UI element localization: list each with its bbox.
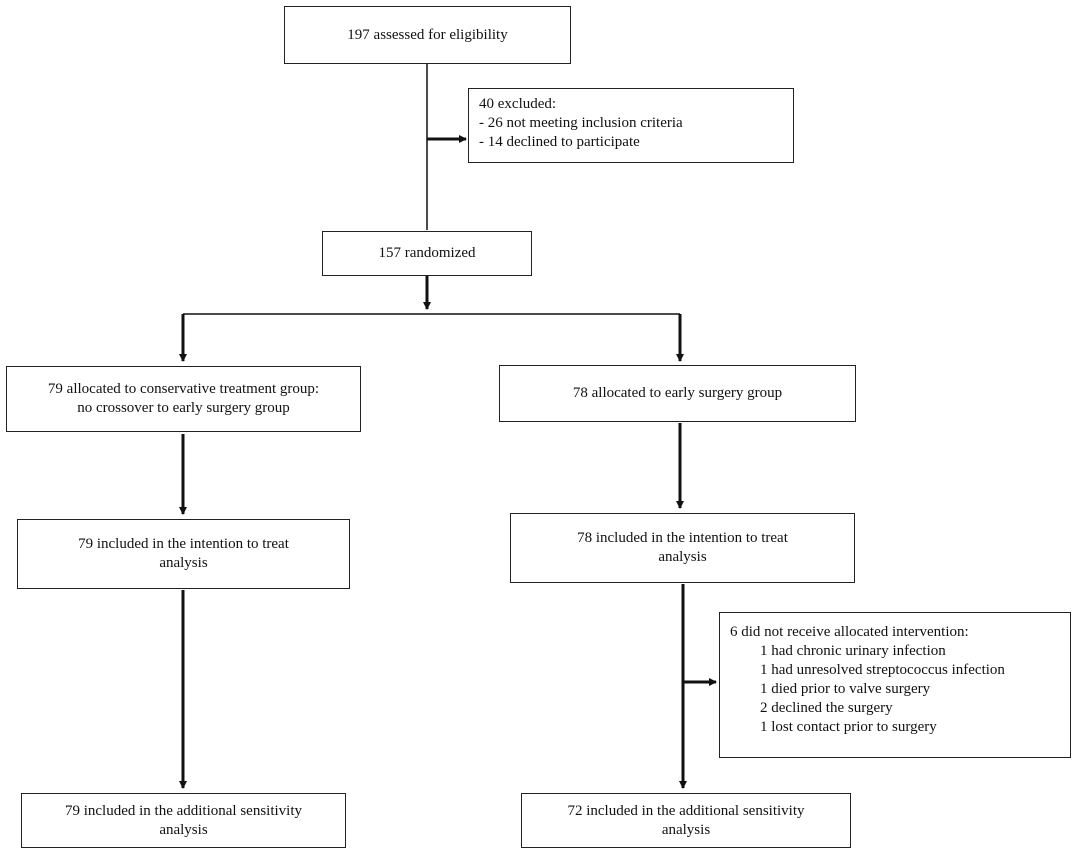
surgery-sensitivity-line: 72 included in the additional sensitivit…: [567, 802, 805, 819]
conservative-allocated-line: no crossover to early surgery group: [77, 400, 290, 416]
excluded-item: - 14 declined to participate: [479, 134, 640, 150]
conservative-sensitivity-line: analysis: [159, 821, 208, 838]
not-received-item: 1 had unresolved streptococcus infection: [760, 662, 1005, 678]
surgery-sensitivity-box: 72 included in the additional sensitivit…: [521, 793, 851, 848]
conservative-sensitivity-line: 79 included in the additional sensitivit…: [64, 802, 303, 819]
conservative-sensitivity-box: 79 included in the additional sensitivit…: [21, 793, 346, 848]
not-received-item: 1 lost contact prior to surgery: [760, 719, 937, 735]
excluded-title: 40 excluded:: [479, 96, 557, 112]
surgery-allocated-text: 78 allocated to early surgery group: [572, 385, 783, 401]
conservative-itt-box: 79 included in the intention to treat an…: [17, 519, 350, 589]
conservative-allocated-line: 79 allocated to conservative treatment g…: [47, 381, 320, 397]
randomized-text: 157 randomized: [378, 245, 476, 261]
conservative-sensitivity-text: 79 included in the additional sensitivit…: [59, 802, 308, 840]
not-received-item: 2 declined the surgery: [760, 700, 893, 716]
conservative-itt-text: 79 included in the intention to treat an…: [72, 535, 295, 573]
assessed-text: 197 assessed for eligibility: [347, 26, 508, 43]
not-received-item: 1 had chronic urinary infection: [760, 643, 946, 659]
not-received-box: 6 did not receive allocated intervention…: [719, 612, 1071, 758]
not-received-item: 1 died prior to valve surgery: [760, 681, 931, 697]
surgery-sensitivity-text: 72 included in the additional sensitivit…: [561, 802, 810, 840]
conservative-allocated-box: 79 allocated to conservative treatment g…: [6, 366, 361, 432]
conservative-allocated-text: 79 allocated to conservative treatment g…: [42, 380, 325, 418]
surgery-itt-line: 78 included in the intention to treat: [577, 530, 788, 546]
excluded-item: - 26 not meeting inclusion criteria: [479, 115, 683, 131]
not-received-title: 6 did not receive allocated intervention…: [730, 624, 969, 640]
surgery-sensitivity-line: analysis: [661, 821, 711, 838]
conservative-itt-line: 79 included in the intention to treat: [78, 536, 289, 552]
surgery-allocated-box: 78 allocated to early surgery group: [499, 365, 856, 422]
conservative-itt-line: analysis: [159, 555, 208, 571]
assessed-box: 197 assessed for eligibility: [284, 6, 571, 64]
surgery-itt-text: 78 included in the intention to treat an…: [571, 529, 794, 567]
randomized-box: 157 randomized: [322, 231, 532, 276]
surgery-itt-box: 78 included in the intention to treat an…: [510, 513, 855, 583]
excluded-box: 40 excluded: - 26 not meeting inclusion …: [468, 88, 794, 163]
surgery-itt-line: analysis: [658, 549, 707, 565]
